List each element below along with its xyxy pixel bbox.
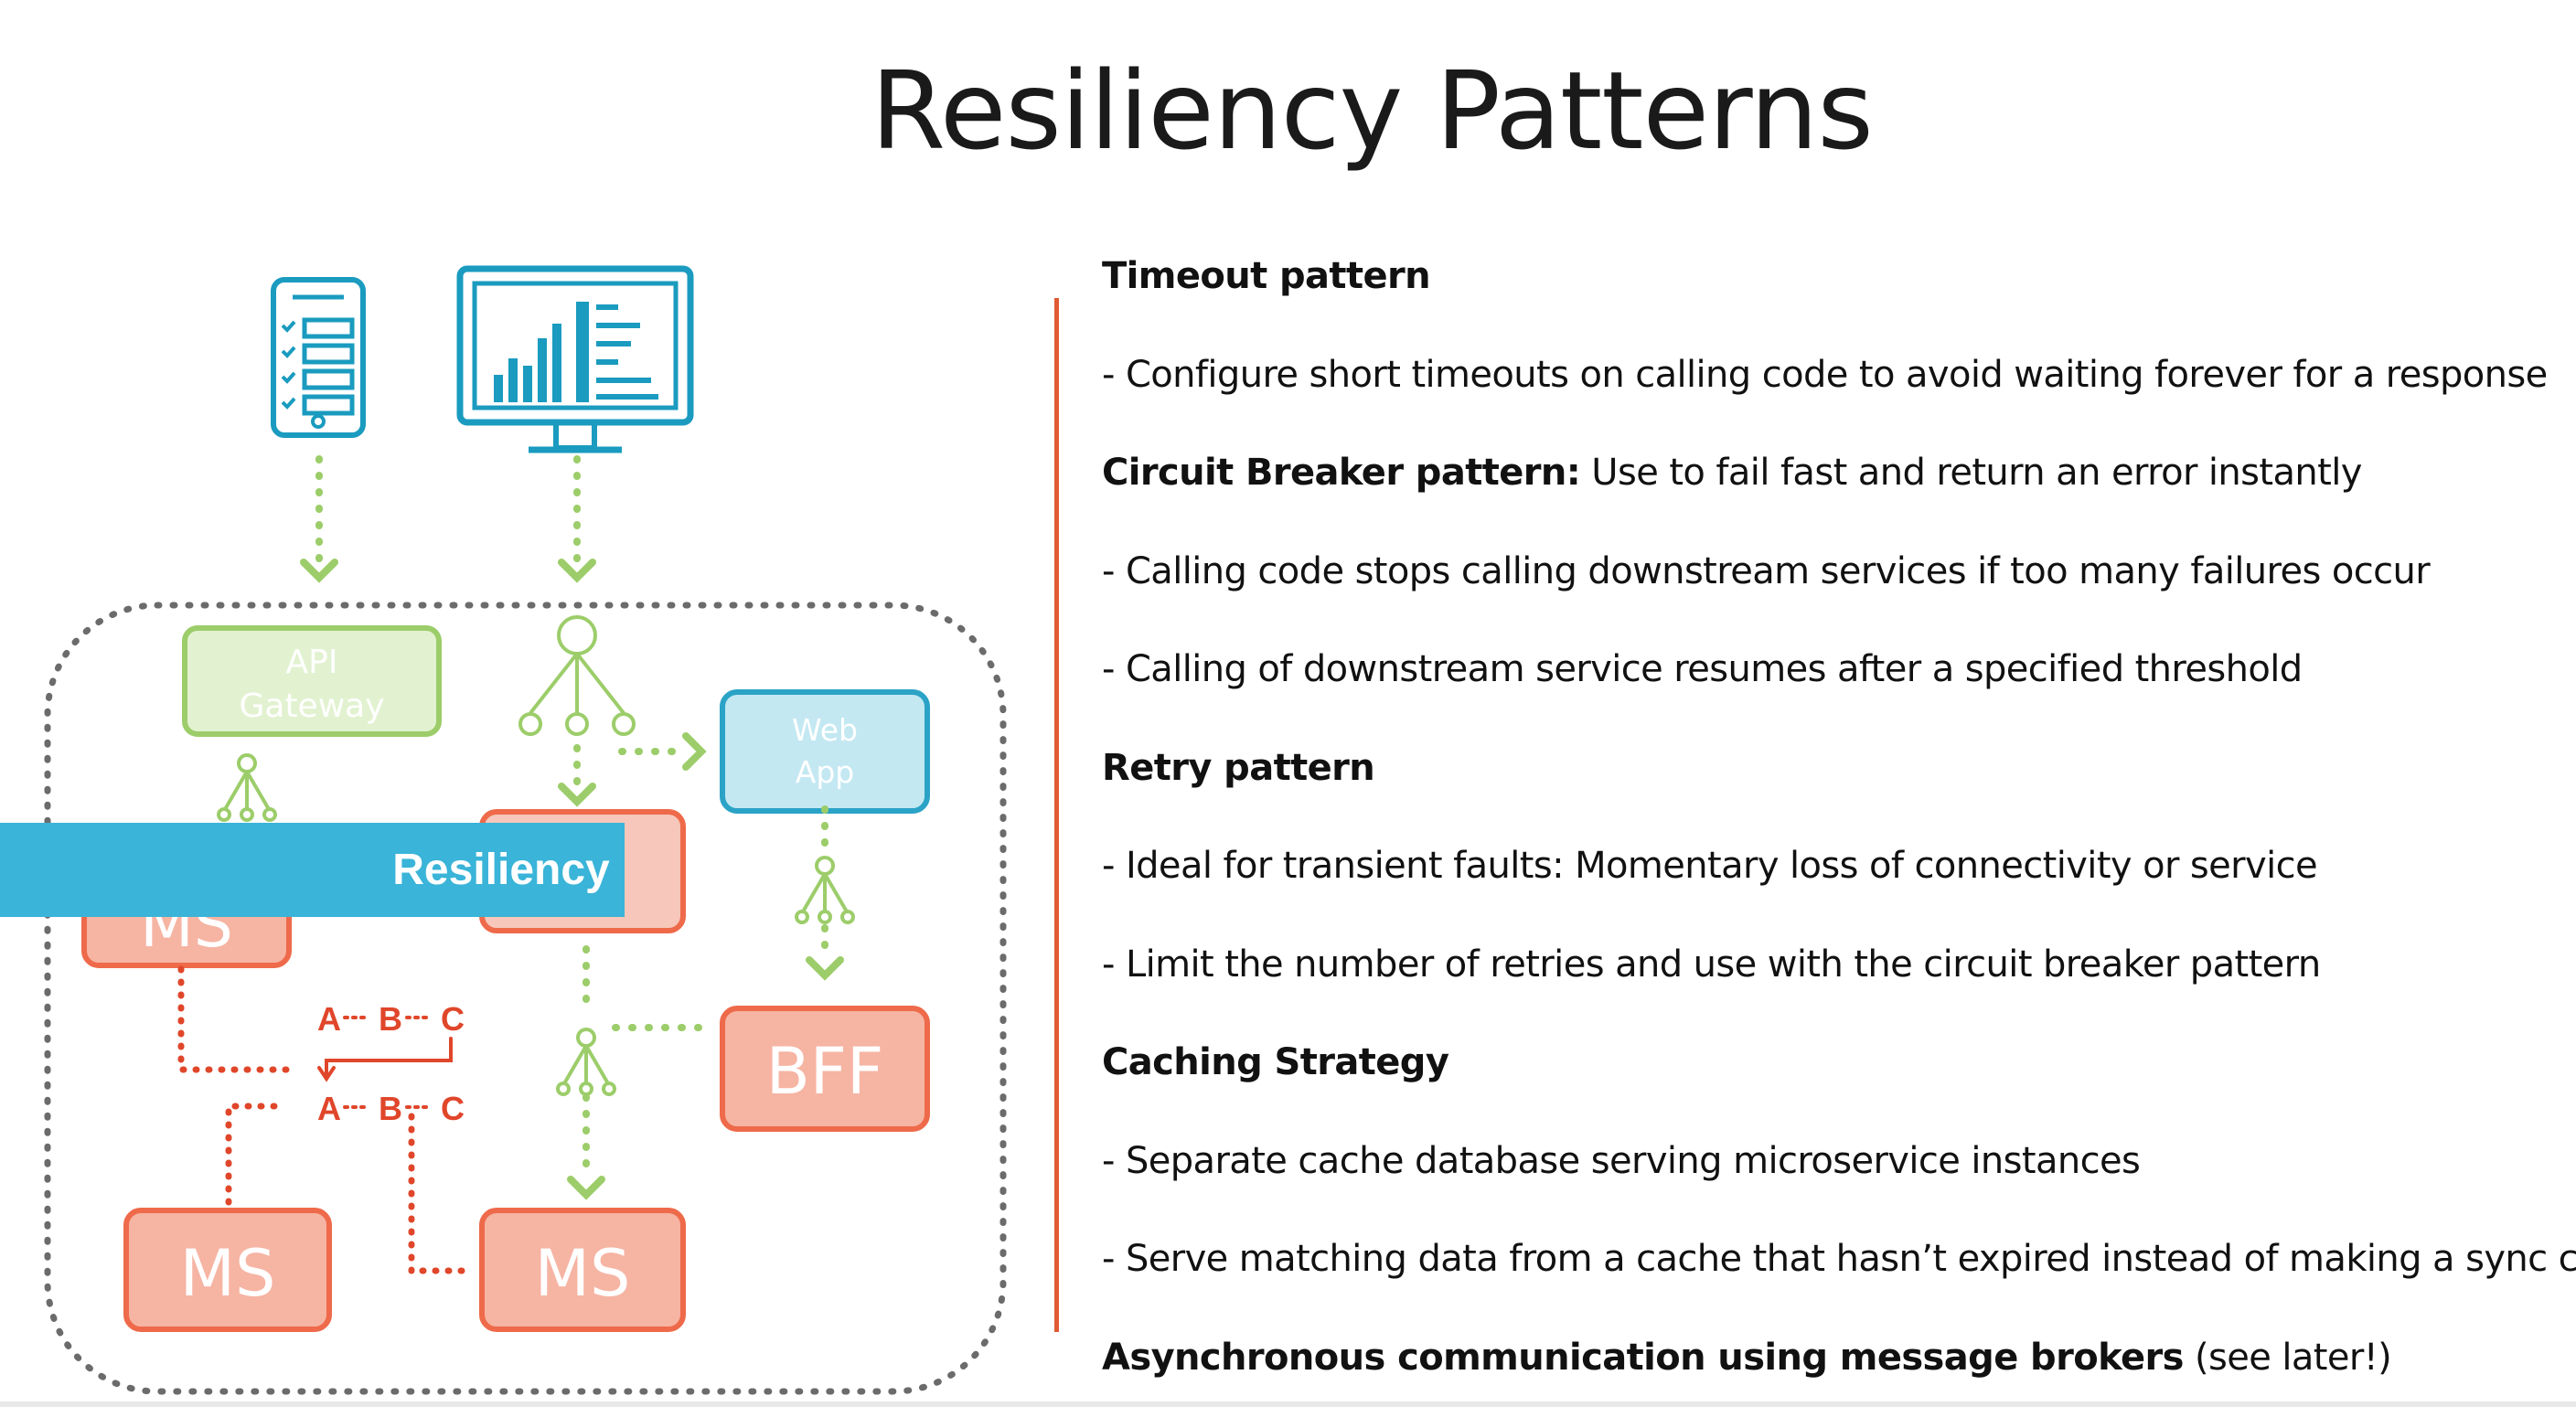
bff-fanout-icon xyxy=(558,1029,615,1094)
bff-node: BFF xyxy=(722,1008,927,1129)
pattern-line-3: Circuit Breaker pattern: Use to fail fas… xyxy=(1102,445,2556,544)
resiliency-banner: Resiliency xyxy=(0,823,625,917)
cache-top-a: A xyxy=(317,1000,341,1038)
gateway-fanout-icon xyxy=(219,755,275,820)
client-arrows xyxy=(304,459,593,578)
mobile-phone-icon xyxy=(273,280,363,435)
load-balancer-icon xyxy=(520,617,634,734)
cache-replication-icon: A B C A B C xyxy=(317,1000,465,1127)
ms-bottom-left-label: MS xyxy=(180,1236,276,1311)
patterns-list: Timeout pattern - Configure short timeou… xyxy=(1102,249,2556,1428)
cache-bottom-a: A xyxy=(317,1090,341,1127)
desktop-dashboard-icon xyxy=(460,269,690,450)
bff-label: BFF xyxy=(766,1034,884,1109)
pattern-line-4: - Calling code stops calling downstream … xyxy=(1102,544,2556,643)
ms-node-bottom-center: MS xyxy=(482,1210,683,1329)
pattern-line-8: - Limit the number of retries and use wi… xyxy=(1102,937,2556,1036)
cache-top-c: C xyxy=(441,1000,465,1038)
architecture-diagram: API Gateway Web App MS Resilien xyxy=(0,247,1015,1407)
ms-node-bottom-left: MS xyxy=(126,1210,329,1329)
cache-bottom-c: C xyxy=(441,1090,465,1127)
pattern-line-12: Asynchronous communication using message… xyxy=(1102,1330,2556,1428)
section-divider xyxy=(1054,298,1059,1332)
web-app-node: Web App xyxy=(722,692,927,811)
bottom-edge-strip xyxy=(0,1401,2576,1407)
api-gateway-label-line2: Gateway xyxy=(239,687,384,725)
pattern-line-10: - Separate cache database serving micros… xyxy=(1102,1134,2556,1232)
pattern-line-1: Timeout pattern xyxy=(1102,249,2556,347)
api-gateway-node: API Gateway xyxy=(185,628,439,734)
pattern-line-11: - Serve matching data from a cache that … xyxy=(1102,1231,2556,1330)
slide-title: Resiliency Patterns xyxy=(0,48,2576,174)
cache-top-b: B xyxy=(379,1000,402,1038)
pattern-line-9: Caching Strategy xyxy=(1102,1035,2556,1134)
webapp-fanout-icon xyxy=(796,858,853,922)
api-gateway-label-line1: API xyxy=(286,644,338,681)
ms-bottom-center-label: MS xyxy=(535,1236,631,1311)
web-app-label-line1: Web xyxy=(792,712,858,748)
resiliency-banner-label: Resiliency xyxy=(392,846,610,894)
pattern-line-6: Retry pattern xyxy=(1102,741,2556,839)
pattern-line-5: - Calling of downstream service resumes … xyxy=(1102,642,2556,741)
web-app-label-line2: App xyxy=(796,754,854,790)
pattern-line-7: - Ideal for transient faults: Momentary … xyxy=(1102,838,2556,937)
cache-bottom-b: B xyxy=(379,1090,402,1127)
pattern-line-2: - Configure short timeouts on calling co… xyxy=(1102,347,2556,446)
